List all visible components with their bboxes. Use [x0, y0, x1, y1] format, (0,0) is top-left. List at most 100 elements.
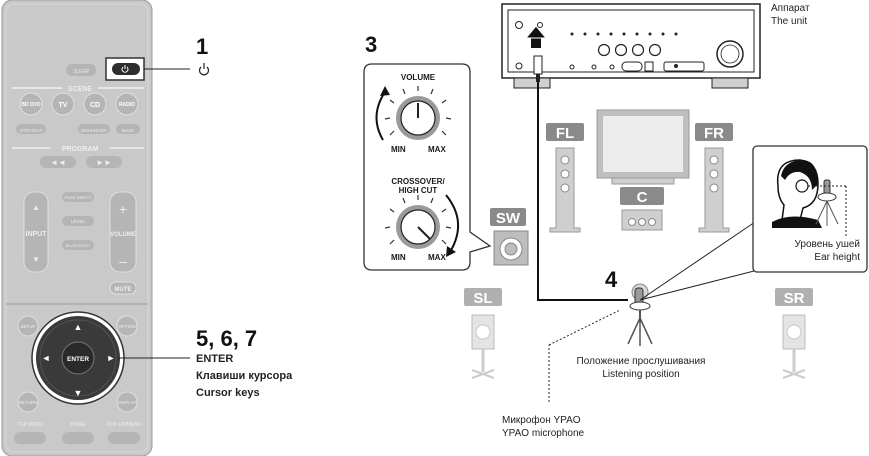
knob-panel — [363, 63, 492, 271]
listening-position-label-en: Listening position — [602, 369, 680, 380]
unit-label: Аппарат The unit — [771, 2, 810, 28]
step1-power-icon — [198, 63, 210, 76]
program-right-button[interactable] — [86, 156, 122, 168]
subwoofer — [493, 230, 529, 266]
listening-position-label-ru: Положение прослушивания — [576, 356, 706, 367]
return-label: RETURN — [19, 400, 38, 405]
display-label: DISPLAY — [118, 400, 137, 405]
surround-left-speaker — [471, 314, 495, 379]
front-left-speaker — [549, 147, 581, 233]
setup-label: SETUP — [20, 324, 35, 329]
step-567-cursor-ru-text: Клавиши курсора — [196, 370, 293, 382]
crossover-label-line1: CROSSOVER/ — [391, 177, 445, 186]
ear-height-label: Уровень ушей Ear height — [762, 238, 860, 264]
ear-zoom-line-2 — [639, 269, 759, 301]
level-label: LEVEL — [71, 219, 86, 224]
home-button[interactable] — [62, 432, 94, 444]
enhancer-button[interactable] — [78, 124, 110, 134]
volume-minus-icon: – — [119, 253, 127, 269]
program-left-button[interactable] — [40, 156, 76, 168]
crossover-knob-label: CROSSOVER/ HIGH CUT — [378, 177, 458, 195]
top-menu-button[interactable] — [14, 432, 46, 444]
volume-rocker[interactable] — [109, 191, 137, 273]
sleep-label: SLEEP — [73, 69, 90, 75]
straight-button[interactable] — [16, 124, 46, 134]
speaker-tag-sl: SL — [464, 288, 502, 307]
speaker-tag-fl: FL — [546, 123, 584, 142]
scene-radio-button[interactable] — [115, 92, 139, 116]
crossover-label-line2: HIGH CUT — [398, 186, 438, 195]
scene-bd-dvd-label: BD DVD — [21, 102, 41, 108]
input-down-icon: ▼ — [32, 255, 40, 264]
ear-zoom-line-1 — [639, 219, 759, 301]
cursor-down-icon[interactable]: ▼ — [74, 388, 83, 398]
step-567-cursor-en-text: Cursor keys — [196, 387, 260, 399]
scene-tv-button[interactable] — [51, 92, 75, 116]
listening-position-label: Положение прослушивания Listening positi… — [566, 355, 716, 381]
svg-text:SR: SR — [784, 290, 805, 307]
popup-menu-button[interactable] — [108, 432, 140, 444]
scene-bd-dvd-button[interactable] — [19, 92, 43, 116]
inset-mic-icon — [815, 179, 839, 226]
cursor-right-icon[interactable]: ► — [107, 353, 116, 363]
program-left-arrow-icon: ◄◄ — [50, 158, 66, 167]
scene-cd-button[interactable] — [83, 92, 107, 116]
scene-radio-label: RADIO — [119, 102, 135, 108]
cursor-up-icon[interactable]: ▲ — [74, 322, 83, 332]
speaker-tag-sr: SR — [775, 288, 813, 307]
ypao-microphone-label-en: YPAO microphone — [502, 428, 585, 439]
speaker-tag-c: C — [620, 187, 664, 206]
svg-text:C: C — [637, 189, 648, 206]
sleep-button[interactable] — [66, 64, 96, 76]
power-icon — [121, 65, 129, 73]
speaker-tag-sw: SW — [490, 208, 526, 227]
ypao-microphone-label-ru: Микрофон YPAO — [502, 415, 581, 426]
pure-direct-button[interactable] — [62, 192, 94, 202]
listener-head-icon — [772, 159, 822, 228]
unit-power-button[interactable] — [515, 21, 523, 29]
setup-button[interactable] — [17, 315, 39, 337]
scene-cd-label: CD — [90, 102, 100, 109]
crossover-knob[interactable] — [384, 195, 452, 249]
volume-max-label: MAX — [428, 145, 446, 154]
ypao-mic-jack-arrow — [531, 38, 541, 48]
option-button[interactable] — [116, 315, 138, 337]
popup-menu-label: POP-UP/MENU — [106, 422, 142, 428]
ypao-microphone-tripod — [627, 283, 653, 346]
svg-text:SW: SW — [496, 210, 521, 227]
bluetooth-button[interactable] — [62, 240, 94, 250]
ear-height-label-ru: Уровень ушей — [794, 239, 860, 250]
scene-tv-label: TV — [59, 102, 68, 109]
step-4-number: 4 — [605, 267, 618, 292]
unit-volume-knob[interactable] — [716, 40, 744, 68]
display-button[interactable] — [116, 391, 138, 413]
return-button[interactable] — [17, 391, 39, 413]
svg-text:FL: FL — [556, 125, 574, 142]
television — [596, 109, 690, 185]
top-menu-label: TOP MENU — [17, 422, 44, 428]
enter-button[interactable] — [61, 341, 95, 375]
volume-label: VOLUME — [110, 232, 136, 238]
step-3-number: 3 — [365, 32, 378, 57]
ear-height-inset — [752, 145, 868, 273]
option-label: OPTION — [118, 324, 135, 329]
speaker-tag-fr: FR — [695, 123, 733, 142]
bass-button[interactable] — [116, 124, 140, 134]
mute-button[interactable] — [109, 281, 137, 295]
ypao-microphone-label: Микрофон YPAO YPAO microphone — [502, 414, 584, 440]
mic-cable — [537, 82, 628, 301]
volume-plus-icon: + — [119, 201, 127, 217]
program-label: PROGRAM — [62, 146, 99, 153]
power-button[interactable] — [112, 63, 140, 75]
input-up-icon: ▲ — [32, 203, 40, 212]
input-rocker[interactable] — [23, 191, 49, 273]
home-label: HOME — [71, 422, 87, 428]
level-button[interactable] — [62, 216, 94, 226]
step-1-number: 1 — [196, 34, 209, 59]
step-567-enter-text: ENTER — [196, 353, 234, 365]
cursor-left-icon[interactable]: ◄ — [42, 353, 51, 363]
volume-knob[interactable] — [384, 86, 452, 140]
bass-label: BASS — [122, 128, 134, 133]
pure-direct-label: PURE DIRECT — [64, 195, 92, 200]
